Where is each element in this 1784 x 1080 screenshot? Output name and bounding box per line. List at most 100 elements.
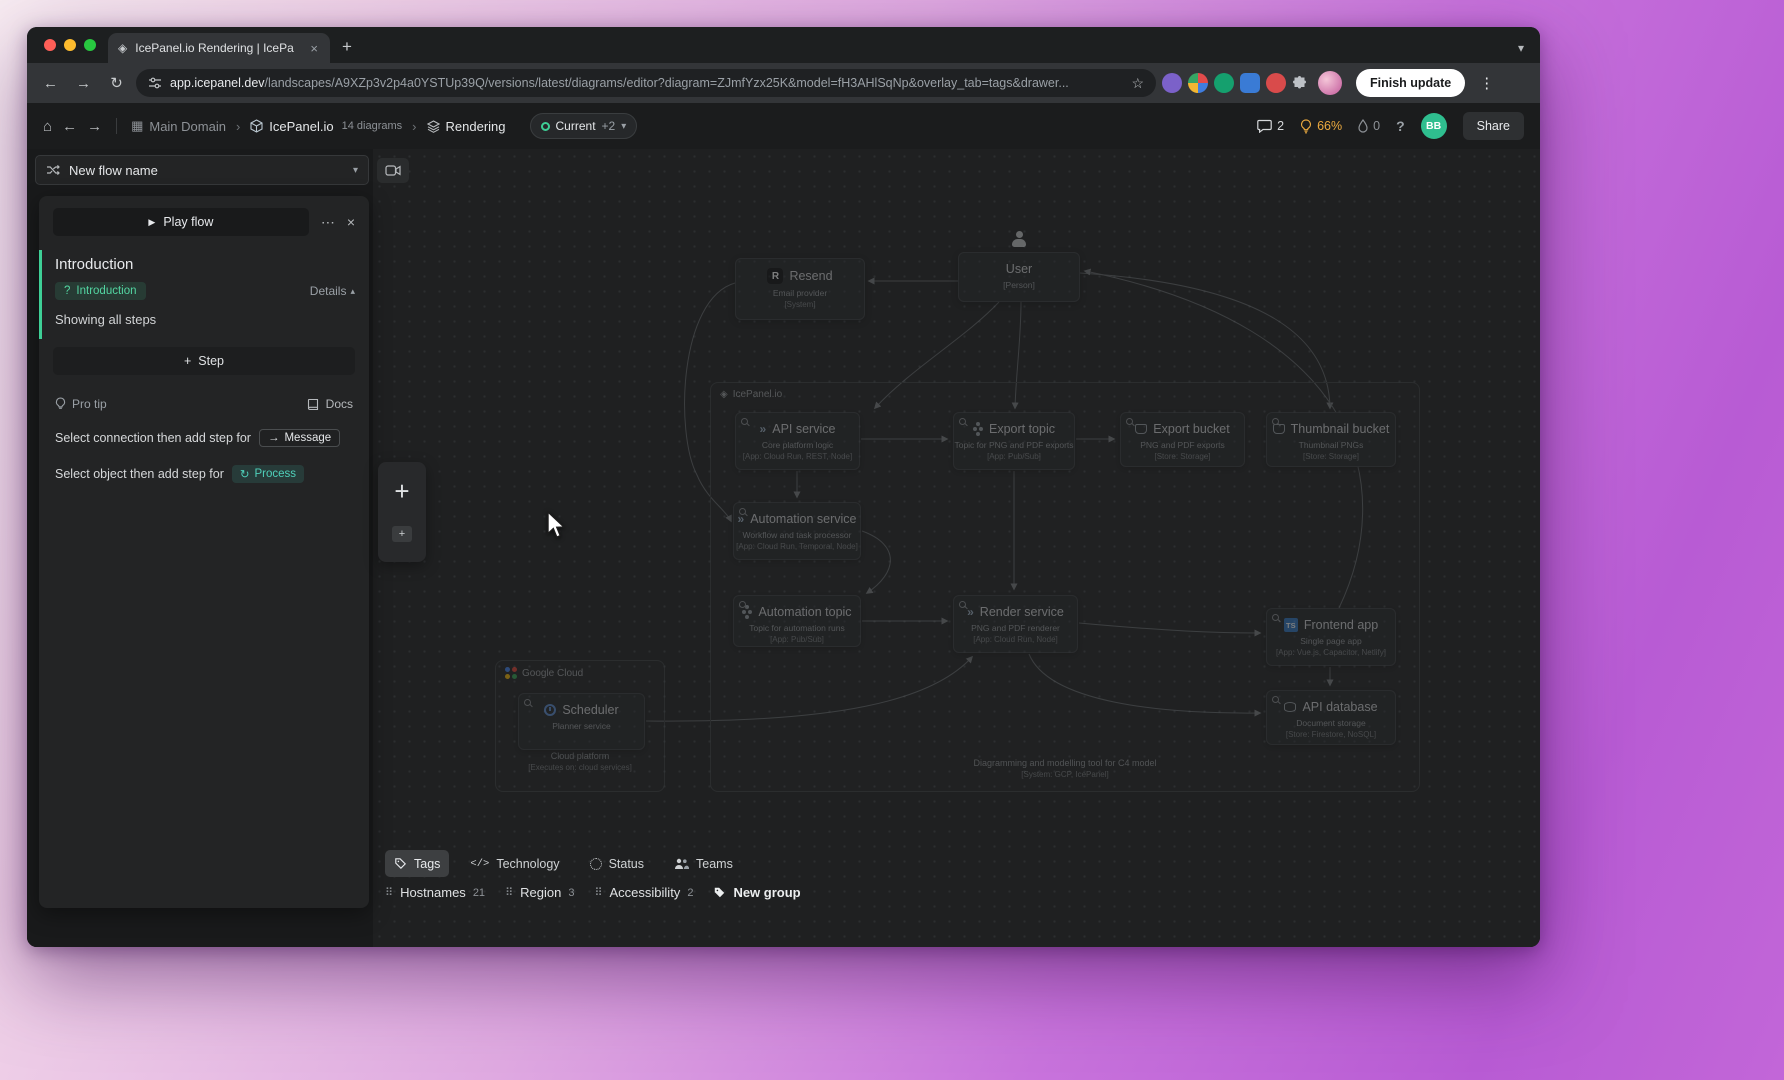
tag-filled-icon	[715, 887, 725, 898]
drag-handle-icon[interactable]: ⠿	[505, 887, 514, 899]
url-text: app.icepanel.dev/landscapes/A9XZp3v2p4a0…	[170, 76, 1069, 90]
introduction-chip[interactable]: ? Introduction	[55, 282, 146, 300]
current-version-icon	[540, 121, 550, 131]
extension-icon-5[interactable]	[1266, 73, 1286, 93]
icepanel-favicon-icon: ◈	[118, 41, 128, 55]
chevron-right-icon: ›	[412, 118, 417, 134]
flow-step-introduction[interactable]: Introduction ? Introduction Details ▴ Sh…	[39, 250, 369, 339]
window-close-button[interactable]	[44, 39, 56, 51]
tab-close-icon[interactable]: ×	[310, 40, 318, 56]
drop-icon	[1358, 119, 1368, 133]
browser-menu-icon[interactable]: ⋮	[1479, 75, 1495, 92]
plus-icon: +	[183, 354, 192, 368]
flow-panel-header: ▶ Play flow ⋯ ×	[39, 196, 369, 244]
layers-icon	[426, 119, 440, 133]
play-flow-button[interactable]: ▶ Play flow	[53, 208, 309, 236]
finish-update-button[interactable]: Finish update	[1356, 69, 1466, 97]
new-group-button[interactable]: New group	[713, 885, 801, 900]
docs-link[interactable]: Docs	[325, 397, 353, 411]
process-chip[interactable]: ↻ Process	[231, 465, 305, 483]
question-icon: ?	[64, 285, 71, 297]
breadcrumb-main-domain[interactable]: ▦ Main Domain	[131, 118, 226, 134]
lightbulb-icon	[1301, 118, 1312, 133]
window-minimize-button[interactable]	[64, 39, 76, 51]
process-icon: ↻	[239, 469, 250, 481]
browser-tab-strip: ◈ IcePanel.io Rendering | IcePa × + ▾	[27, 27, 1540, 63]
flow-more-button[interactable]: ⋯	[320, 213, 335, 230]
tab-tags[interactable]: Tags	[385, 850, 450, 877]
browser-profile-avatar[interactable]	[1318, 71, 1342, 95]
browser-window: ◈ IcePanel.io Rendering | IcePa × + ▾ ← …	[27, 27, 1540, 947]
step-title: Introduction	[55, 256, 134, 273]
pro-tip-label: Pro tip	[72, 397, 107, 411]
pro-tip-row: Pro tip Docs	[55, 397, 353, 411]
new-tab-button[interactable]: +	[342, 37, 352, 56]
site-settings-icon[interactable]	[148, 76, 162, 90]
tab-title: IcePanel.io Rendering | IcePa	[135, 41, 294, 55]
add-step-button[interactable]: + Step	[53, 347, 355, 375]
icepanel-app: ◈ IcePanel.io Diagramming and modelling …	[27, 103, 1540, 947]
health-score-button[interactable]: 66%	[1300, 118, 1342, 134]
tab-search-chevron-icon[interactable]: ▾	[1517, 41, 1524, 55]
flow-close-button[interactable]: ×	[346, 214, 355, 230]
user-avatar[interactable]: BB	[1420, 113, 1447, 139]
code-icon: </>	[470, 857, 490, 870]
tab-status[interactable]: Status	[581, 850, 653, 877]
bookmark-star-icon[interactable]: ☆	[1131, 74, 1144, 91]
version-selector[interactable]: Current +2 ▾	[529, 113, 638, 139]
tab-technology[interactable]: </> Technology	[470, 856, 560, 871]
presentation-camera-button[interactable]	[377, 158, 409, 183]
domain-grid-icon: ▦	[131, 118, 144, 133]
home-button[interactable]: ⌂	[43, 117, 53, 135]
extension-icon-3[interactable]	[1214, 73, 1234, 93]
lightbulb-icon	[55, 397, 66, 409]
showing-all-steps-label: Showing all steps	[55, 312, 157, 327]
canvas-add-dock: + +	[378, 462, 426, 562]
chat-bubble-icon	[1257, 119, 1272, 133]
tag-group-accessibility[interactable]: ⠿ Accessibility 2	[594, 885, 694, 900]
add-object-button[interactable]: +	[394, 475, 410, 506]
extension-icon-1[interactable]	[1162, 73, 1182, 93]
extensions-puzzle-icon[interactable]	[1292, 75, 1308, 91]
details-toggle[interactable]: Details ▴	[309, 284, 355, 298]
share-button[interactable]: Share	[1462, 112, 1524, 140]
drag-handle-icon[interactable]: ⠿	[594, 887, 603, 899]
tag-icon	[395, 858, 407, 870]
overlay-tab-bar: Tags </> Technology Status Teams	[385, 850, 742, 877]
extension-icon-4[interactable]	[1240, 73, 1260, 93]
history-back-button[interactable]: ←	[62, 117, 78, 135]
help-button[interactable]: ?	[1396, 118, 1405, 134]
hint-object: Select object then add step for ↻ Proces…	[55, 465, 353, 483]
browser-forward-button[interactable]: →	[76, 74, 91, 92]
tab-teams[interactable]: Teams	[665, 850, 742, 877]
flow-editor-panel: ▶ Play flow ⋯ × Introduction ? Introduct…	[39, 196, 369, 908]
browser-tab[interactable]: ◈ IcePanel.io Rendering | IcePa ×	[108, 33, 330, 63]
window-zoom-button[interactable]	[84, 39, 96, 51]
browser-back-button[interactable]: ←	[43, 74, 58, 92]
extension-icon-2[interactable]	[1188, 73, 1208, 93]
window-controls	[27, 27, 108, 63]
flow-select[interactable]: New flow name ▾	[35, 155, 369, 185]
flags-button[interactable]: 0	[1358, 119, 1380, 133]
browser-toolbar: ← → ↻ app.icepanel.dev/landscapes/A9XZp3…	[27, 63, 1540, 103]
tag-group-region[interactable]: ⠿ Region 3	[505, 885, 575, 900]
address-bar[interactable]: app.icepanel.dev/landscapes/A9XZp3v2p4a0…	[136, 69, 1156, 97]
comments-button[interactable]: 2	[1257, 119, 1284, 133]
message-chip[interactable]: → Message	[258, 429, 341, 447]
history-forward-button[interactable]: →	[87, 117, 103, 135]
add-group-button[interactable]: +	[392, 526, 412, 542]
breadcrumb-diagram[interactable]: Rendering	[426, 119, 506, 134]
app-header: ⌂ ← → ▦ Main Domain › IcePanel.io 14 dia…	[27, 103, 1540, 149]
diagram-count-label: 14 diagrams	[341, 120, 403, 132]
chevron-up-icon: ▴	[350, 285, 355, 296]
browser-reload-button[interactable]: ↻	[110, 75, 123, 92]
drag-handle-icon[interactable]: ⠿	[385, 887, 394, 899]
chevron-down-icon: ▾	[621, 120, 627, 132]
mouse-cursor	[547, 511, 566, 539]
divider	[116, 118, 118, 134]
breadcrumb-project[interactable]: IcePanel.io 14 diagrams	[250, 119, 402, 134]
tag-group-hostnames[interactable]: ⠿ Hostnames 21	[385, 885, 486, 900]
arrow-right-icon: →	[267, 432, 280, 444]
tag-groups-row: ⠿ Hostnames 21 ⠿ Region 3 ⠿ Accessibilit…	[385, 885, 801, 900]
hint-connection: Select connection then add step for → Me…	[55, 429, 353, 447]
